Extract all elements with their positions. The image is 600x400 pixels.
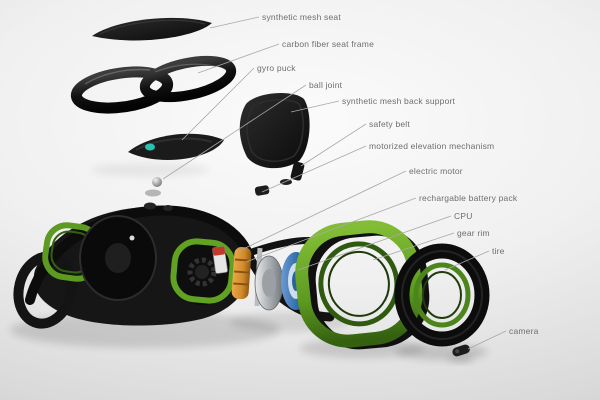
leader-line-battery-pack [245,197,417,263]
label-tire: tire [492,246,505,256]
part-camera [452,344,470,357]
label-camera: camera [509,326,539,336]
part-gyro-puck [128,133,224,161]
part-battery-pack [231,246,252,300]
part-back-support [239,92,310,169]
part-ball-joint [145,177,162,197]
label-ball-joint: ball joint [309,80,343,90]
leader-line-gear-rim [372,232,455,261]
leader-line-cpu [297,215,452,271]
leader-lines [162,16,507,350]
leader-line-mesh-seat [209,16,260,29]
part-chrome-disc [254,247,284,311]
label-safety-belt: safety belt [369,119,410,129]
label-cpu: CPU [454,211,473,221]
front-wheel [79,215,157,301]
leader-line-tire [444,250,490,271]
part-mesh-seat [92,17,212,41]
part-safety-belt [280,161,305,185]
leader-line-safety-belt [300,123,367,167]
leader-line-camera [467,330,507,350]
leader-line-electric-motor [236,170,407,253]
leader-line-gyro-puck [181,67,255,141]
leader-line-ball-joint [162,84,307,180]
part-tire [394,243,490,347]
label-synthetic-mesh-seat: synthetic mesh seat [262,12,341,22]
ground-shadows [10,163,488,362]
label-synthetic-mesh-back-support: synthetic mesh back support [342,96,456,106]
part-chassis-frame [13,202,335,329]
leader-line-back-support [290,100,340,113]
label-gear-rim: gear rim [457,228,490,238]
label-motorized-elevation-mechanism: motorized elevation mechanism [369,141,495,151]
label-gyro-puck: gyro puck [257,63,296,73]
part-elevation-mechanism [254,185,270,196]
label-electric-motor: electric motor [409,166,463,176]
part-seat-frame [70,55,237,114]
part-electric-motor [212,246,228,274]
label-carbon-fiber-seat-frame: carbon fiber seat frame [282,39,375,49]
leader-line-seat-frame [197,43,280,74]
label-rechargable-battery-pack: rechargable battery pack [419,193,518,203]
leader-line-elevation-mechanism [261,145,367,193]
